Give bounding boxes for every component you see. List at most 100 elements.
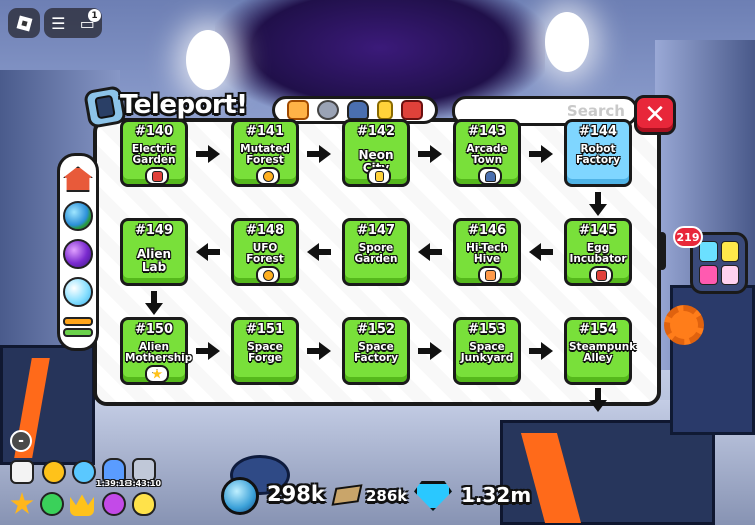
zone-name: Steampunk Alley (569, 341, 637, 365)
path-arrow-left-icon (418, 242, 442, 262)
zone-tile-140[interactable]: #140 Electric Garden (120, 119, 188, 187)
star-icon[interactable] (8, 490, 36, 518)
zone-tile-151[interactable]: #151 Space Forge (231, 317, 299, 385)
zone-number: #151 (245, 322, 285, 337)
chest-reward-icon (145, 167, 169, 185)
zone-name: Space Forge (247, 341, 283, 365)
zone-number: #154 (578, 322, 618, 337)
roblox-menu-button[interactable] (8, 8, 40, 38)
zone-number: #142 (356, 124, 396, 139)
zone-name: Hi-Tech Hive (466, 242, 508, 266)
gear-decoration-icon (664, 305, 704, 345)
teleport-header: Teleport! (82, 80, 262, 130)
magnifier-icon[interactable] (70, 458, 98, 486)
zone-name: Arcade Town (466, 143, 508, 167)
coin-reward-icon (256, 266, 280, 284)
path-arrow-right-icon (529, 144, 553, 164)
potion-timer-icon[interactable] (100, 456, 128, 484)
clover-icon[interactable] (38, 490, 66, 518)
path-arrow-right-icon (196, 341, 220, 361)
gift-icon[interactable] (287, 100, 309, 120)
crown-icon[interactable] (68, 490, 96, 518)
path-arrow-left-icon (529, 242, 553, 262)
path-arrow-down-icon (144, 291, 164, 315)
card-reward-icon (367, 167, 391, 185)
zone-tile-145[interactable]: #145 Egg Incubator (564, 218, 632, 286)
zone-name: Alien Lab (136, 247, 172, 274)
background-light (545, 12, 589, 72)
zone-name: Space Factory (353, 341, 399, 365)
zone-tile-154[interactable]: #154 Steampunk Alley (564, 317, 637, 385)
coin-reward-icon (256, 167, 280, 185)
gift-reward-icon (478, 266, 502, 284)
zone-name: UFO Forest (246, 242, 284, 266)
potion-icon[interactable] (347, 100, 369, 120)
card-icon[interactable] (377, 100, 393, 120)
flower-icon[interactable] (100, 490, 128, 518)
zone-number: #146 (467, 223, 507, 238)
zone-number: #141 (245, 124, 285, 139)
zone-name: Alien Mothership (125, 341, 193, 365)
close-button[interactable]: ✕ (634, 95, 676, 135)
path-arrow-right-icon (196, 144, 220, 164)
zone-number: #153 (467, 322, 507, 337)
zone-number: #149 (134, 223, 174, 238)
path-arrow-right-icon (307, 144, 331, 164)
path-arrow-left-icon (196, 242, 220, 262)
roblox-logo-icon (16, 15, 32, 31)
pickaxe-timer-label: 3:43:10 (126, 479, 162, 488)
panel-scrollbar[interactable] (658, 232, 666, 270)
notification-badge: 1 (88, 9, 101, 22)
chest-icon[interactable] (401, 100, 423, 120)
egg-icon[interactable] (130, 490, 158, 518)
zone-tile-143[interactable]: #143 Arcade Town (453, 119, 521, 187)
zone-name: Egg Incubator (569, 242, 627, 266)
dice-icon[interactable] (8, 458, 36, 486)
collapse-button[interactable]: - (10, 430, 32, 452)
path-arrow-left-icon (307, 242, 331, 262)
zone-number: #150 (134, 322, 174, 337)
world-1-icon[interactable] (63, 200, 93, 231)
path-arrow-down-icon (588, 388, 608, 412)
world-3-icon[interactable] (63, 277, 93, 308)
zone-tile-142[interactable]: #142 Neon City (342, 119, 410, 187)
zone-tile-144[interactable]: #144 Robot Factory (564, 119, 632, 187)
potion-reward-icon (478, 167, 502, 185)
zone-name: Mutated Forest (240, 143, 290, 167)
zone-name: Space Junkyard (460, 341, 514, 365)
zone-tile-147[interactable]: #147 Spore Garden (342, 218, 410, 286)
swap-icon[interactable] (63, 316, 93, 338)
background-light (186, 30, 230, 90)
zone-tile-150[interactable]: #150 Alien Mothership (120, 317, 193, 385)
zone-number: #140 (134, 124, 174, 139)
zone-tile-146[interactable]: #146 Hi-Tech Hive (453, 218, 521, 286)
zone-tile-148[interactable]: #148 UFO Forest (231, 218, 299, 286)
zone-number: #147 (356, 223, 396, 238)
path-arrow-right-icon (418, 341, 442, 361)
chest-reward-icon (589, 266, 613, 284)
hamburger-icon[interactable]: ☰ (51, 13, 66, 33)
path-arrow-down-icon (588, 192, 608, 216)
zone-tile-149[interactable]: #149 Alien Lab (120, 218, 188, 286)
background-crate (500, 420, 715, 525)
zone-tile-153[interactable]: #153 Space Junkyard (453, 317, 521, 385)
zone-name: Robot Factory (575, 143, 621, 167)
world-2-icon[interactable] (63, 238, 93, 269)
pickaxe-timer-icon[interactable] (130, 456, 158, 484)
zone-number: #152 (356, 322, 396, 337)
zone-number: #144 (578, 124, 618, 139)
page-title: Teleport! (120, 90, 248, 120)
zone-name: Spore Garden (354, 242, 398, 266)
zone-tile-141[interactable]: #141 Mutated Forest (231, 119, 299, 187)
gear-icon[interactable] (317, 100, 339, 120)
zone-number: #148 (245, 223, 285, 238)
pets-count-badge: 219 (673, 226, 703, 248)
zone-tile-152[interactable]: #152 Space Factory (342, 317, 410, 385)
star-reward-icon (145, 365, 169, 383)
diamonds-count: 1.32m (461, 483, 532, 507)
home-icon[interactable] (63, 166, 93, 193)
path-arrow-right-icon (529, 341, 553, 361)
blocks-count: 286k (366, 487, 408, 505)
stars-icon[interactable] (40, 458, 68, 486)
orbs-count: 298k (267, 482, 325, 506)
